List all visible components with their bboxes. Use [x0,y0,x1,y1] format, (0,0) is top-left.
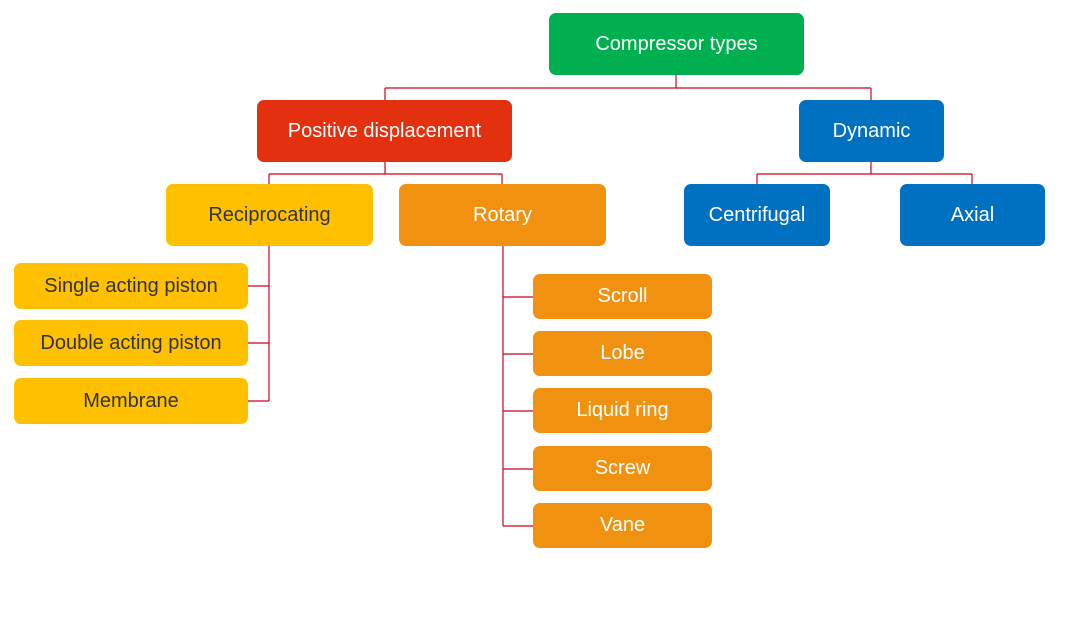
node-label: Centrifugal [708,203,806,226]
node-liquid-ring: Liquid ring [533,388,712,433]
node-label: Scroll [597,285,648,307]
node-label: Vane [599,514,646,536]
node-label: Dynamic [832,119,911,142]
node-centrifugal: Centrifugal [684,184,830,246]
node-rotary: Rotary [399,184,606,246]
node-vane: Vane [533,503,712,548]
node-compressor-types: Compressor types [549,13,804,75]
node-label: Screw [594,457,651,479]
node-label: Double acting piston [40,331,222,354]
node-double-acting-piston: Double acting piston [14,320,248,366]
node-reciprocating: Reciprocating [166,184,373,246]
node-scroll: Scroll [533,274,712,319]
node-screw: Screw [533,446,712,491]
connector-positive-displacement [268,162,503,184]
connector-rotary [502,246,533,527]
connector-dynamic [756,162,973,184]
node-dynamic: Dynamic [799,100,944,162]
node-label: Single acting piston [44,274,218,297]
node-label: Axial [950,203,995,226]
node-label: Rotary [473,203,532,226]
node-axial: Axial [900,184,1045,246]
node-label: Liquid ring [576,399,669,421]
node-single-acting-piston: Single acting piston [14,263,248,309]
node-label: Compressor types [595,32,758,55]
node-membrane: Membrane [14,378,248,424]
node-positive-displacement: Positive displacement [257,100,512,162]
node-label: Membrane [83,389,179,412]
node-label: Lobe [600,342,645,364]
node-lobe: Lobe [533,331,712,376]
connector-root [384,75,872,100]
connector-reciprocating [248,246,270,402]
node-label: Positive displacement [287,119,482,142]
node-label: Reciprocating [208,203,331,226]
